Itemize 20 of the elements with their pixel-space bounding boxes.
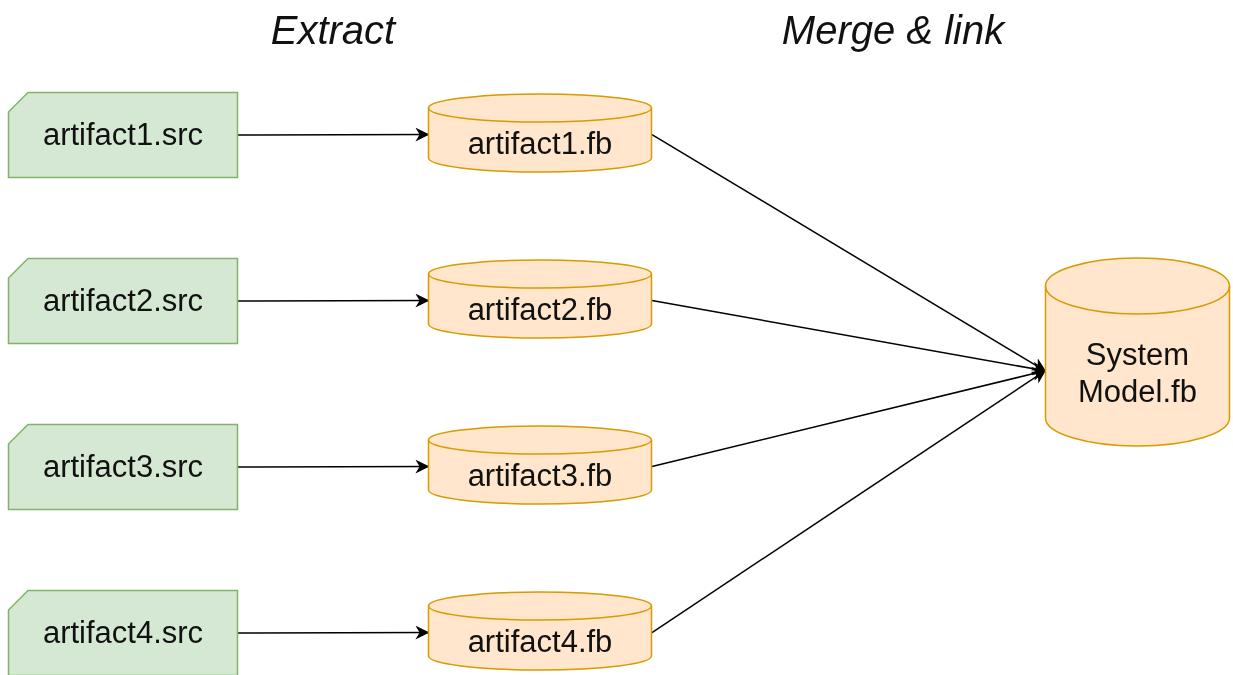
source-file-card bbox=[8, 258, 238, 344]
database-cylinder bbox=[428, 260, 652, 338]
node-label: artifact1.src bbox=[42, 116, 204, 154]
node-label: artifact3.fb bbox=[467, 456, 613, 495]
database-cylinder bbox=[1045, 258, 1230, 446]
source-file-card bbox=[8, 590, 238, 675]
column-heading: Merge & link bbox=[781, 8, 1005, 53]
node-label: artifact4.src bbox=[42, 614, 204, 652]
source-file-card bbox=[8, 424, 238, 510]
column-heading: Extract bbox=[270, 8, 396, 53]
node-label: artifact1.fb bbox=[467, 124, 613, 163]
node-label: artifact2.src bbox=[42, 282, 204, 320]
node-label: artifact4.fb bbox=[467, 622, 613, 661]
node-label: System Model.fb bbox=[1077, 335, 1198, 411]
database-cylinder bbox=[428, 426, 652, 504]
source-file-card bbox=[8, 92, 238, 178]
database-cylinder bbox=[428, 592, 652, 670]
node-label: artifact2.fb bbox=[467, 290, 613, 329]
database-cylinder bbox=[428, 94, 652, 172]
node-label: artifact3.src bbox=[42, 448, 204, 486]
